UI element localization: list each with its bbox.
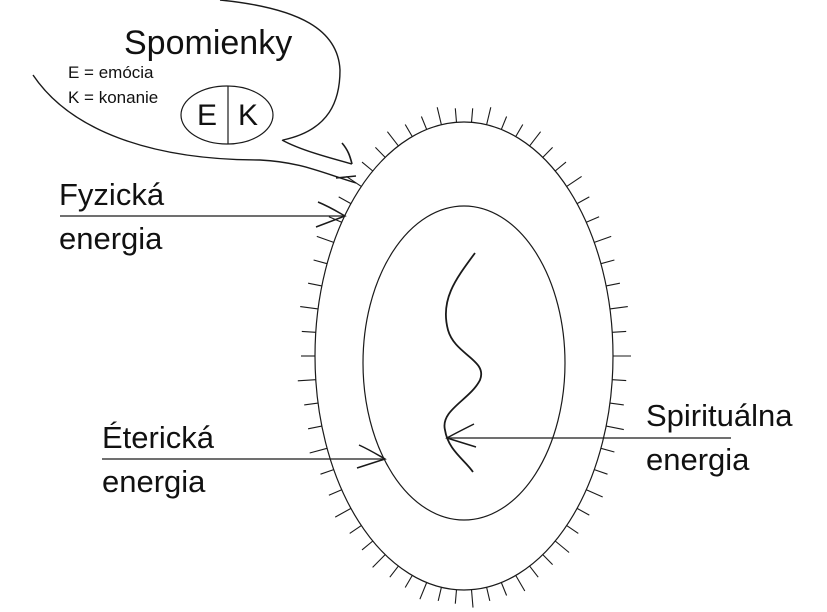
- aura-tick: [300, 306, 319, 310]
- aura-tick: [349, 525, 362, 534]
- spiritual-squiggle: [443, 252, 483, 473]
- aura-tick: [328, 489, 342, 496]
- aura-tick: [304, 402, 319, 406]
- aura-tick: [612, 379, 627, 382]
- aura-tick: [309, 447, 328, 454]
- legend-action: K = konanie: [68, 88, 159, 107]
- aura-tick: [404, 575, 413, 588]
- aura-tick: [554, 161, 567, 172]
- aura-ticks: [297, 107, 631, 608]
- physical-label-line2: energia: [59, 221, 163, 256]
- aura-tick: [307, 425, 322, 430]
- cell-action: K: [238, 99, 259, 132]
- aura-tick: [361, 161, 374, 172]
- aura-tick: [486, 107, 492, 125]
- physical-arrowhead: [315, 201, 347, 228]
- aura-tick: [529, 565, 539, 578]
- aura-tick: [542, 554, 553, 565]
- aura-tick: [389, 565, 399, 578]
- etheric-arrowhead: [356, 444, 387, 469]
- aura-tick: [338, 196, 352, 205]
- aura-tick: [576, 196, 590, 205]
- aura-tick: [606, 425, 624, 431]
- aura-tick: [307, 282, 322, 287]
- aura-tick: [346, 175, 362, 187]
- aura-tick: [419, 582, 428, 600]
- aura-tick: [594, 235, 612, 243]
- cell-emotion: E: [197, 99, 218, 132]
- aura-tick: [297, 379, 316, 382]
- aura-tick: [612, 330, 627, 333]
- aura-tick: [386, 131, 399, 147]
- aura-tick: [316, 235, 334, 243]
- memory-tail-arrowhead: [341, 142, 353, 165]
- aura-tick: [361, 540, 374, 551]
- aura-tick: [566, 175, 582, 187]
- aura-tick: [320, 469, 334, 475]
- memory-arrowhead: [335, 175, 357, 179]
- aura-tick: [600, 447, 615, 453]
- aura-tick: [500, 116, 508, 130]
- aura-tick: [586, 489, 603, 498]
- aura-tick: [486, 587, 491, 602]
- aura-tick: [437, 587, 442, 602]
- aura-tick: [515, 124, 524, 137]
- memory-bubble-tail: [281, 139, 353, 165]
- memory-bubble: [32, 74, 357, 184]
- aura-tick: [609, 306, 628, 310]
- spiritual-arrowhead: [445, 423, 477, 448]
- aura-tick: [470, 589, 474, 608]
- aura-tick: [420, 116, 428, 130]
- memories-title: Spomienky: [124, 24, 293, 62]
- etheric-label-line1: Éterická: [102, 420, 214, 455]
- aura-tick: [500, 582, 508, 596]
- aura-tick: [594, 469, 608, 475]
- aura-tick: [576, 507, 590, 516]
- spiritual-label-line1: Spirituálna: [646, 398, 793, 433]
- emotion-action-oval: [180, 85, 274, 145]
- physical-label-line1: Fyzická: [59, 177, 165, 212]
- aura-tick: [454, 589, 458, 604]
- inner-etheric-ellipse: [362, 205, 566, 521]
- aura-tick: [375, 147, 386, 158]
- aura-tick: [586, 216, 600, 223]
- aura-tick: [404, 124, 413, 137]
- aura-tick: [606, 282, 621, 287]
- aura-tick: [334, 507, 352, 518]
- aura-tick: [372, 554, 386, 568]
- aura-tick: [600, 259, 615, 265]
- aura-tick: [566, 525, 579, 534]
- memory-bubble-top: [219, 0, 341, 141]
- aura-tick: [515, 575, 526, 592]
- aura-tick: [554, 540, 570, 553]
- legend-emotion: E = emócia: [68, 63, 154, 82]
- etheric-label-line2: energia: [102, 464, 206, 499]
- aura-tick: [454, 108, 458, 123]
- aura-tick: [301, 330, 316, 333]
- aura-tick: [470, 108, 474, 123]
- spiritual-label-line2: energia: [646, 442, 750, 477]
- aura-tick: [609, 402, 624, 406]
- aura-tick: [542, 147, 553, 158]
- aura-tick: [436, 107, 442, 125]
- aura-tick: [313, 259, 328, 265]
- aura-tick: [529, 131, 542, 147]
